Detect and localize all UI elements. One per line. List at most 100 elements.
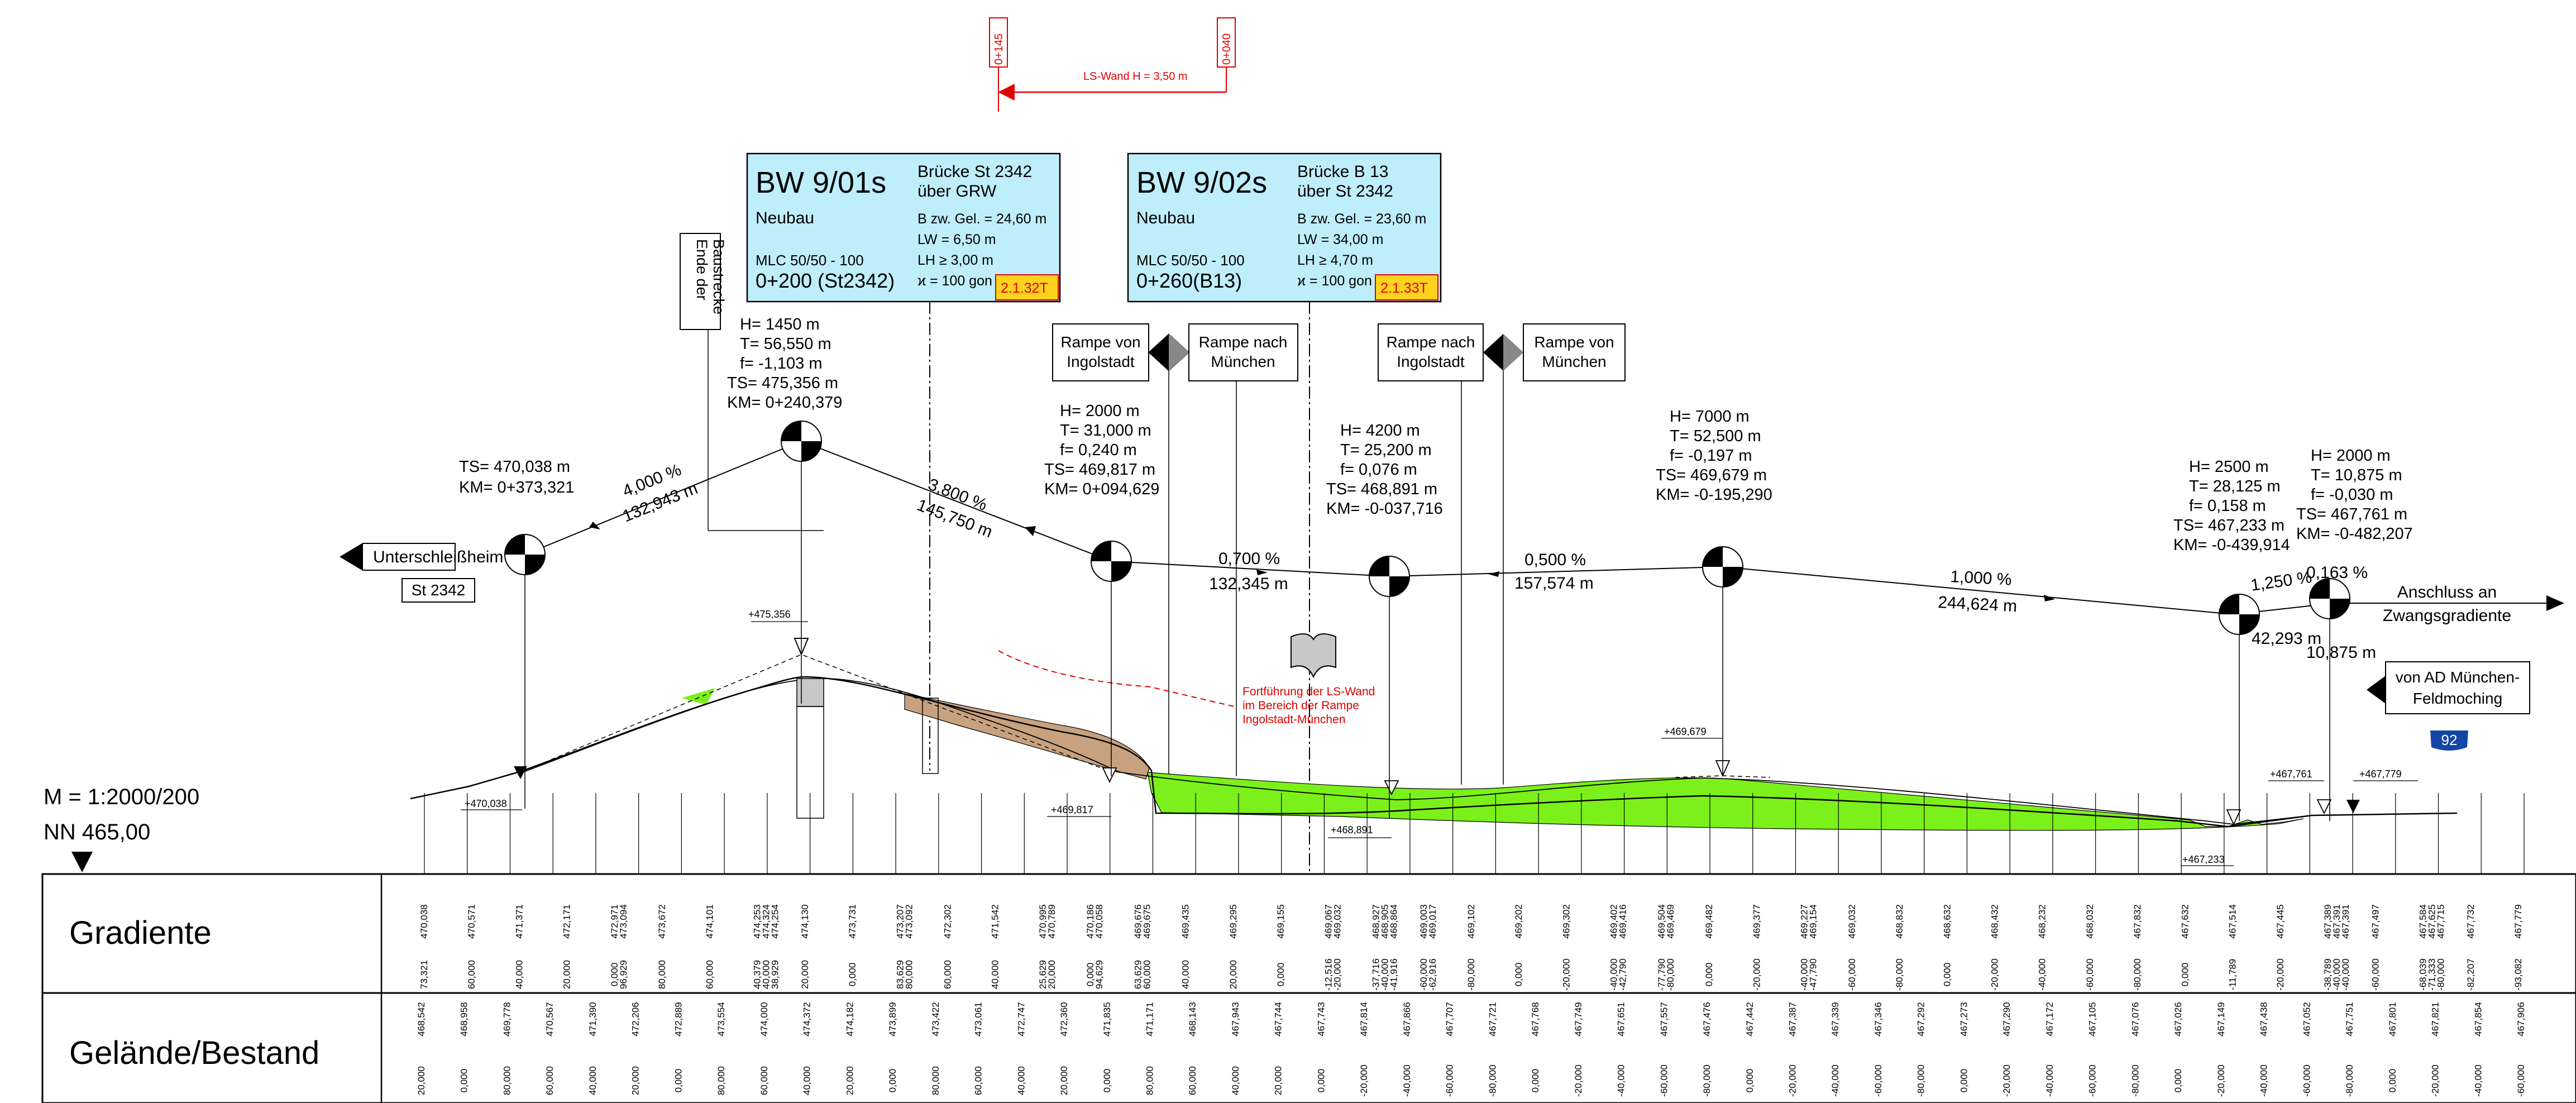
gelaende-cell: 0,000 bbox=[887, 1069, 898, 1093]
destination-anschluss: Anschluss an Zwangsgradiente bbox=[2337, 583, 2564, 625]
gradiente-cell: -40,000 bbox=[2340, 958, 2351, 991]
motorway-shield: 92 bbox=[2441, 732, 2458, 748]
gradiente-cell: 0,000 bbox=[2180, 963, 2190, 987]
gelaende-cell: 467,906 bbox=[2516, 1002, 2526, 1036]
gradiente-cell: -60,000 bbox=[1418, 958, 1429, 991]
svg-text:Ingolstadt: Ingolstadt bbox=[1067, 353, 1135, 370]
gradiente-cell: 0,000 bbox=[1704, 963, 1714, 987]
bridge-1-ref: 2.1.32T bbox=[1001, 280, 1048, 296]
gelaende-cell: -40,000 bbox=[1616, 1064, 1627, 1097]
noise-wall-end-station: 0+040 bbox=[1221, 34, 1233, 65]
gradiente-cell: 38,929 bbox=[770, 960, 781, 989]
svg-text:München: München bbox=[1542, 353, 1606, 370]
svg-text:+469,679: +469,679 bbox=[1664, 726, 1707, 737]
gradiente-cell: 467,445 bbox=[2275, 904, 2286, 938]
destination-unterschleissheim: Unterschleißheim St 2342 bbox=[340, 543, 503, 603]
gradiente-cell: 467,715 bbox=[2436, 904, 2446, 938]
gradiente-cell: 468,432 bbox=[1990, 904, 2000, 938]
gelaende-cell: 467,149 bbox=[2216, 1002, 2226, 1036]
gelaende-cell: -60,000 bbox=[1873, 1064, 1884, 1097]
svg-text:T= 28,125 m: T= 28,125 m bbox=[2189, 478, 2281, 495]
gelaende-cell: 467,721 bbox=[1487, 1002, 1498, 1036]
gelaende-cell: 0,000 bbox=[459, 1069, 470, 1093]
gradiente-cell: -80,000 bbox=[2132, 958, 2143, 991]
gelaende-cell: -40,000 bbox=[2259, 1064, 2269, 1097]
gelaende-cell: 473,899 bbox=[887, 1002, 898, 1036]
gelaende-cell: 20,000 bbox=[1273, 1066, 1284, 1095]
svg-text:+467,779: +467,779 bbox=[2359, 768, 2402, 780]
gradiente-cell: -38,789 bbox=[2322, 958, 2333, 991]
gradiente-cell: 469,067 bbox=[1323, 904, 1334, 938]
gelaende-cell: -80,000 bbox=[2130, 1064, 2140, 1097]
svg-text:Rampe nach: Rampe nach bbox=[1387, 333, 1475, 351]
gelaende-cell: 467,052 bbox=[2301, 1002, 2312, 1036]
svg-text:TS= 470,038 m: TS= 470,038 m bbox=[459, 458, 570, 476]
gelaende-cell: 467,821 bbox=[2430, 1002, 2441, 1036]
gradiente-cell: 467,625 bbox=[2427, 904, 2438, 938]
svg-text:München: München bbox=[1211, 353, 1275, 370]
gelaende-cell: 467,651 bbox=[1616, 1002, 1627, 1036]
gelaende-cell: 467,943 bbox=[1230, 1002, 1241, 1036]
noise-wall-icon bbox=[1291, 633, 1336, 679]
gelaende-cell: 467,801 bbox=[2387, 1002, 2398, 1036]
svg-text:Feldmoching: Feldmoching bbox=[2413, 690, 2502, 707]
svg-text:von AD München-: von AD München- bbox=[2396, 669, 2520, 686]
gelaende-cell: 473,061 bbox=[973, 1002, 984, 1036]
gradiente-cell: 469,295 bbox=[1228, 904, 1239, 938]
gradiente-cell: 468,927 bbox=[1371, 904, 1382, 938]
gelaende-cell: 468,958 bbox=[459, 1002, 470, 1036]
svg-text:244,624 m: 244,624 m bbox=[1938, 593, 2018, 615]
gradiente-cell: 469,504 bbox=[1656, 904, 1667, 938]
svg-text:f= 0,240 m: f= 0,240 m bbox=[1060, 441, 1137, 459]
gelaende-cell: 467,476 bbox=[1702, 1002, 1712, 1036]
gelaende-cell: 0,000 bbox=[1102, 1069, 1112, 1093]
gradiente-cell: 473,092 bbox=[904, 904, 914, 938]
gradiente-cell: -11,789 bbox=[2228, 959, 2238, 990]
gradiente-cell: 472,171 bbox=[562, 904, 572, 938]
gradiente-cell: -40,000 bbox=[1380, 958, 1390, 991]
bridge-1-spec-4: ϰ = 100 gon bbox=[917, 273, 992, 289]
noise-wall-note-1: Fortführung der LS-Wand bbox=[1242, 685, 1375, 698]
gradiente-cell: -42,790 bbox=[1618, 958, 1628, 991]
gradiente-cell: -20,000 bbox=[1990, 958, 2000, 991]
svg-text:H= 4200 m: H= 4200 m bbox=[1340, 422, 1420, 440]
gelaende-cell: 40,000 bbox=[1016, 1066, 1026, 1095]
gradiente-cell: 60,000 bbox=[1141, 960, 1152, 989]
gelaende-cell: -60,000 bbox=[1445, 1064, 1455, 1097]
svg-text:KM= -0-482,207: KM= -0-482,207 bbox=[2296, 525, 2413, 543]
bridge-2-status: Neubau bbox=[1136, 209, 1195, 227]
svg-text:Ingolstadt: Ingolstadt bbox=[1397, 353, 1465, 370]
gradiente-cell: -60,000 bbox=[2085, 958, 2095, 991]
gelaende-cell: -20,000 bbox=[1573, 1064, 1584, 1097]
gradiente-cell: 470,571 bbox=[466, 904, 477, 938]
gradiente-cell: -62,916 bbox=[1427, 958, 1438, 991]
svg-text:f= -1,103 m: f= -1,103 m bbox=[740, 355, 823, 373]
gelaende-cell: 467,749 bbox=[1573, 1002, 1584, 1036]
svg-text:TS= 468,891 m: TS= 468,891 m bbox=[1326, 480, 1437, 498]
gelaende-cell: 472,747 bbox=[1016, 1002, 1026, 1036]
gradiente-cell: 468,032 bbox=[2085, 904, 2095, 938]
gelaende-cell: 474,372 bbox=[802, 1002, 813, 1036]
gradiente-cell: 469,482 bbox=[1704, 904, 1714, 938]
gelaende-cell: 467,026 bbox=[2173, 1002, 2183, 1036]
gelaende-cell: -80,000 bbox=[2344, 1064, 2355, 1097]
gradiente-cell: 94,629 bbox=[1094, 960, 1105, 989]
gradiente-cell: -80,000 bbox=[1466, 958, 1476, 991]
gradiente-cell: 0,000 bbox=[1942, 963, 1952, 987]
gradiente-cell: -80,000 bbox=[1894, 958, 1905, 991]
svg-text:1,250 %: 1,250 % bbox=[2249, 568, 2313, 595]
svg-text:H= 1450 m: H= 1450 m bbox=[740, 316, 820, 333]
gelaende-cell: 467,105 bbox=[2087, 1002, 2098, 1036]
gelaende-cell: 468,542 bbox=[416, 1002, 427, 1036]
gradiente-cell: 470,038 bbox=[419, 904, 429, 938]
svg-text:0,700 %: 0,700 % bbox=[1218, 550, 1280, 568]
gelaende-cell: 80,000 bbox=[1144, 1066, 1155, 1095]
svg-text:TS= 469,679 m: TS= 469,679 m bbox=[1656, 466, 1767, 484]
data-table: Gradiente Gelände/Bestand 470,03873,3214… bbox=[41, 873, 2576, 1103]
svg-text:T= 31,000 m: T= 31,000 m bbox=[1060, 422, 1151, 440]
gradiente-cell: -40,000 bbox=[2331, 958, 2342, 991]
gelaende-cell: 467,744 bbox=[1273, 1002, 1284, 1036]
gelaende-cell: 467,346 bbox=[1873, 1002, 1884, 1036]
svg-text:Ende der: Ende der bbox=[694, 239, 710, 300]
svg-text:+467,233: +467,233 bbox=[2182, 854, 2225, 865]
